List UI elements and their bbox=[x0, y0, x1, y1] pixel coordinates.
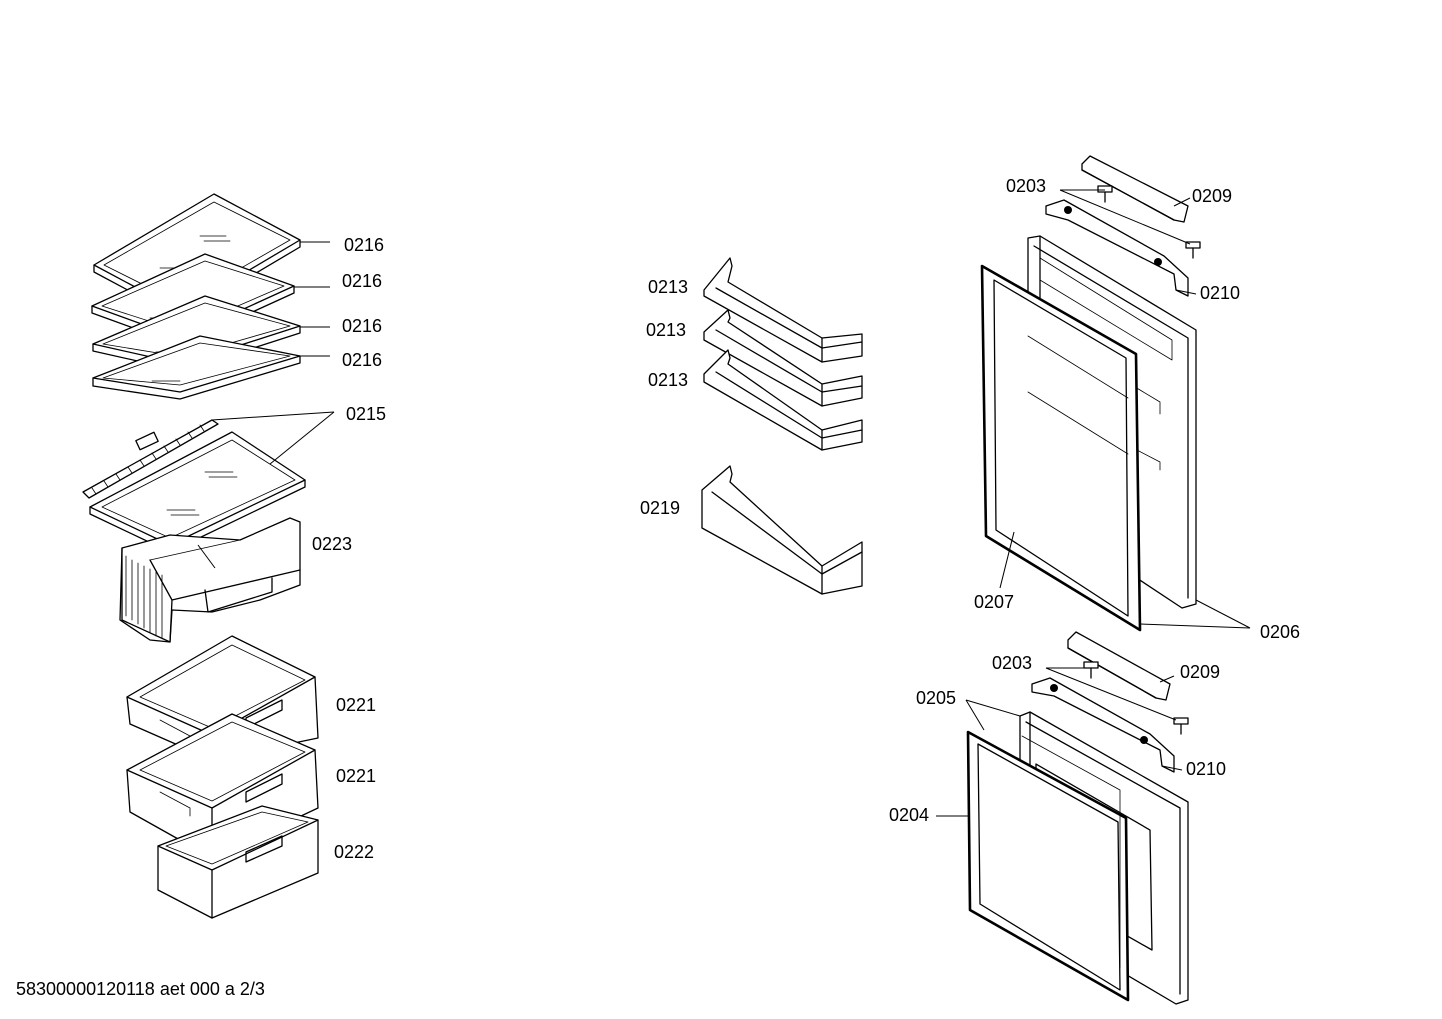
label-0207: 0207 bbox=[974, 592, 1014, 612]
label-0210-upper: 0210 bbox=[1200, 283, 1240, 303]
hinge-bracket-0210-lower bbox=[1031, 677, 1175, 773]
door-gasket-0207-upper bbox=[980, 264, 1142, 632]
shelf-with-rail-0215 bbox=[82, 419, 306, 553]
label-0209-upper: 0209 bbox=[1192, 186, 1232, 206]
label-0206: 0206 bbox=[1260, 622, 1300, 642]
label-0213-1: 0213 bbox=[648, 277, 688, 297]
leader-lines bbox=[197, 189, 1251, 817]
label-0216-3: 0216 bbox=[342, 316, 382, 336]
label-0219: 0219 bbox=[640, 498, 680, 518]
bottle-shelf-0219 bbox=[701, 465, 863, 595]
screw-0203-upper-2 bbox=[1185, 241, 1201, 259]
drawer-0221-1 bbox=[126, 635, 319, 761]
label-0222: 0222 bbox=[334, 842, 374, 862]
label-0205: 0205 bbox=[916, 688, 956, 708]
label-0216-4: 0216 bbox=[342, 350, 382, 370]
door-shelf-0213-2 bbox=[703, 309, 863, 407]
label-0216-2: 0216 bbox=[342, 271, 382, 291]
label-0203-lower: 0203 bbox=[992, 653, 1032, 673]
screw-0203-upper-1 bbox=[1097, 185, 1113, 203]
door-gasket-0204-lower bbox=[966, 730, 1130, 1002]
label-0213-3: 0213 bbox=[648, 370, 688, 390]
label-0203-upper: 0203 bbox=[1006, 176, 1046, 196]
label-0210-lower: 0210 bbox=[1186, 759, 1226, 779]
label-0221-2: 0221 bbox=[336, 766, 376, 786]
screw-0203-lower-1 bbox=[1083, 661, 1099, 679]
document-code: 58300000120118 aet 000 a 2/3 bbox=[16, 979, 265, 999]
door-shelf-0213-1 bbox=[703, 257, 863, 363]
crisper-box-0223 bbox=[119, 517, 301, 643]
label-0216-1: 0216 bbox=[344, 235, 384, 255]
drawer-0222 bbox=[157, 805, 319, 919]
hinge-cover-0209-lower bbox=[1067, 631, 1171, 701]
label-0204: 0204 bbox=[889, 805, 929, 825]
label-0215: 0215 bbox=[346, 404, 386, 424]
label-0209-lower: 0209 bbox=[1180, 662, 1220, 682]
label-0223: 0223 bbox=[312, 534, 352, 554]
label-0221-1: 0221 bbox=[336, 695, 376, 715]
door-shelf-0213-3 bbox=[703, 349, 863, 451]
hinge-cover-0209-upper bbox=[1081, 155, 1189, 223]
hinge-bracket-0210-upper bbox=[1045, 199, 1189, 297]
label-0213-2: 0213 bbox=[646, 320, 686, 340]
screw-0203-lower-2 bbox=[1173, 717, 1189, 735]
